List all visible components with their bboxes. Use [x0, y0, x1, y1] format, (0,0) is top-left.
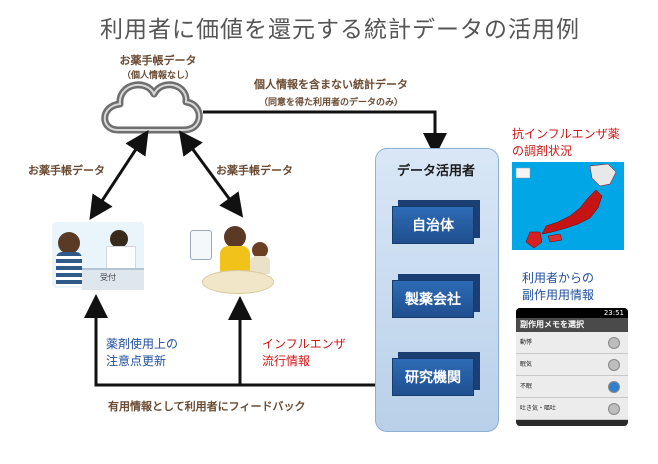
left-arrow-label: お薬手帳データ: [28, 164, 105, 177]
cloud-label: お薬手帳データ: [119, 54, 197, 67]
feedback-left-line2: 注意点更新: [106, 354, 167, 368]
arrow-cloud-to-users: [203, 110, 447, 157]
radio-button-selected-icon: [608, 381, 620, 393]
panel-title: データ活用者: [396, 164, 475, 179]
map-caption-line2: の調剤状況: [512, 144, 573, 158]
phone-time: 23:51: [603, 309, 624, 317]
radio-button-icon: [608, 359, 620, 371]
feedback-right-line1: インフルエンザ: [262, 337, 346, 351]
phone-header: 副作用メモを選択: [516, 318, 628, 332]
child-body: [250, 256, 270, 274]
arrow-feedback-left: [84, 294, 375, 387]
side-effect-caption-line2: 副作用用情報: [522, 288, 595, 302]
pharmacist-head: [110, 230, 128, 248]
customer-body: [56, 252, 82, 286]
map-hokkaido: [589, 163, 617, 187]
box-pharma-company: 製薬会社: [392, 280, 474, 318]
family-illustration: [186, 222, 280, 298]
phone-row-label: 不眠: [520, 383, 533, 390]
pharmacy-sign: 受付: [100, 273, 116, 282]
cloud-sublabel: （個人情報なし）: [121, 71, 194, 81]
phone-row: 吐き気・嘔吐: [516, 398, 628, 420]
map-honshu: [541, 189, 603, 235]
feedback-right-line2: 流行情報: [262, 354, 311, 368]
pharmacist-body: [106, 246, 136, 270]
right-arrow-label: お薬手帳データ: [216, 164, 293, 177]
phone-row-label: 吐き気・嘔吐: [520, 405, 557, 412]
map-caption-line1: 抗インフルエンザ薬: [512, 127, 620, 141]
side-effect-caption-line1: 利用者からの: [522, 271, 595, 285]
japan-map: [512, 162, 624, 250]
map-legend: [515, 167, 531, 179]
arrow-left-double: [89, 129, 149, 221]
phone-row: 眠気: [516, 354, 628, 376]
phone-row: 不眠: [516, 376, 628, 398]
radio-button-icon: [608, 403, 620, 415]
box-research-institute: 研究機関: [392, 358, 474, 396]
pharmacy-illustration: 受付: [52, 222, 144, 290]
box-municipality: 自治体: [392, 206, 474, 244]
phone-screenshot: 23:51 副作用メモを選択 動悸 眠気 不眠 吐き気・嘔吐: [516, 308, 628, 426]
smartphone-icon: [190, 230, 212, 260]
mother-head: [224, 226, 246, 248]
feedback-left-line1: 薬剤使用上の: [106, 337, 179, 351]
phone-row: 動悸: [516, 332, 628, 354]
phone-row-label: 動悸: [520, 339, 533, 346]
flow-top-label: 個人情報を含まない統計データ: [254, 78, 408, 91]
feedback-bottom-label: 有用情報として利用者にフィードバック: [108, 400, 306, 413]
mother-body: [220, 246, 250, 272]
phone-status-bar: 23:51: [516, 308, 628, 318]
arrow-right-double: [178, 130, 244, 218]
counter: [82, 268, 144, 290]
child-head: [252, 242, 268, 258]
diagram-title: 利用者に価値を還元する統計データの活用例: [100, 17, 580, 43]
map-shikoku: [547, 233, 563, 243]
map-kyushu: [525, 231, 543, 249]
flow-top-sublabel: （同意を得た利用者のデータのみ）: [258, 98, 403, 108]
table: [202, 270, 274, 294]
customer-head: [58, 232, 80, 254]
phone-row-label: 眠気: [520, 361, 533, 368]
cloud-icon: [101, 81, 203, 134]
radio-button-icon: [608, 337, 620, 349]
